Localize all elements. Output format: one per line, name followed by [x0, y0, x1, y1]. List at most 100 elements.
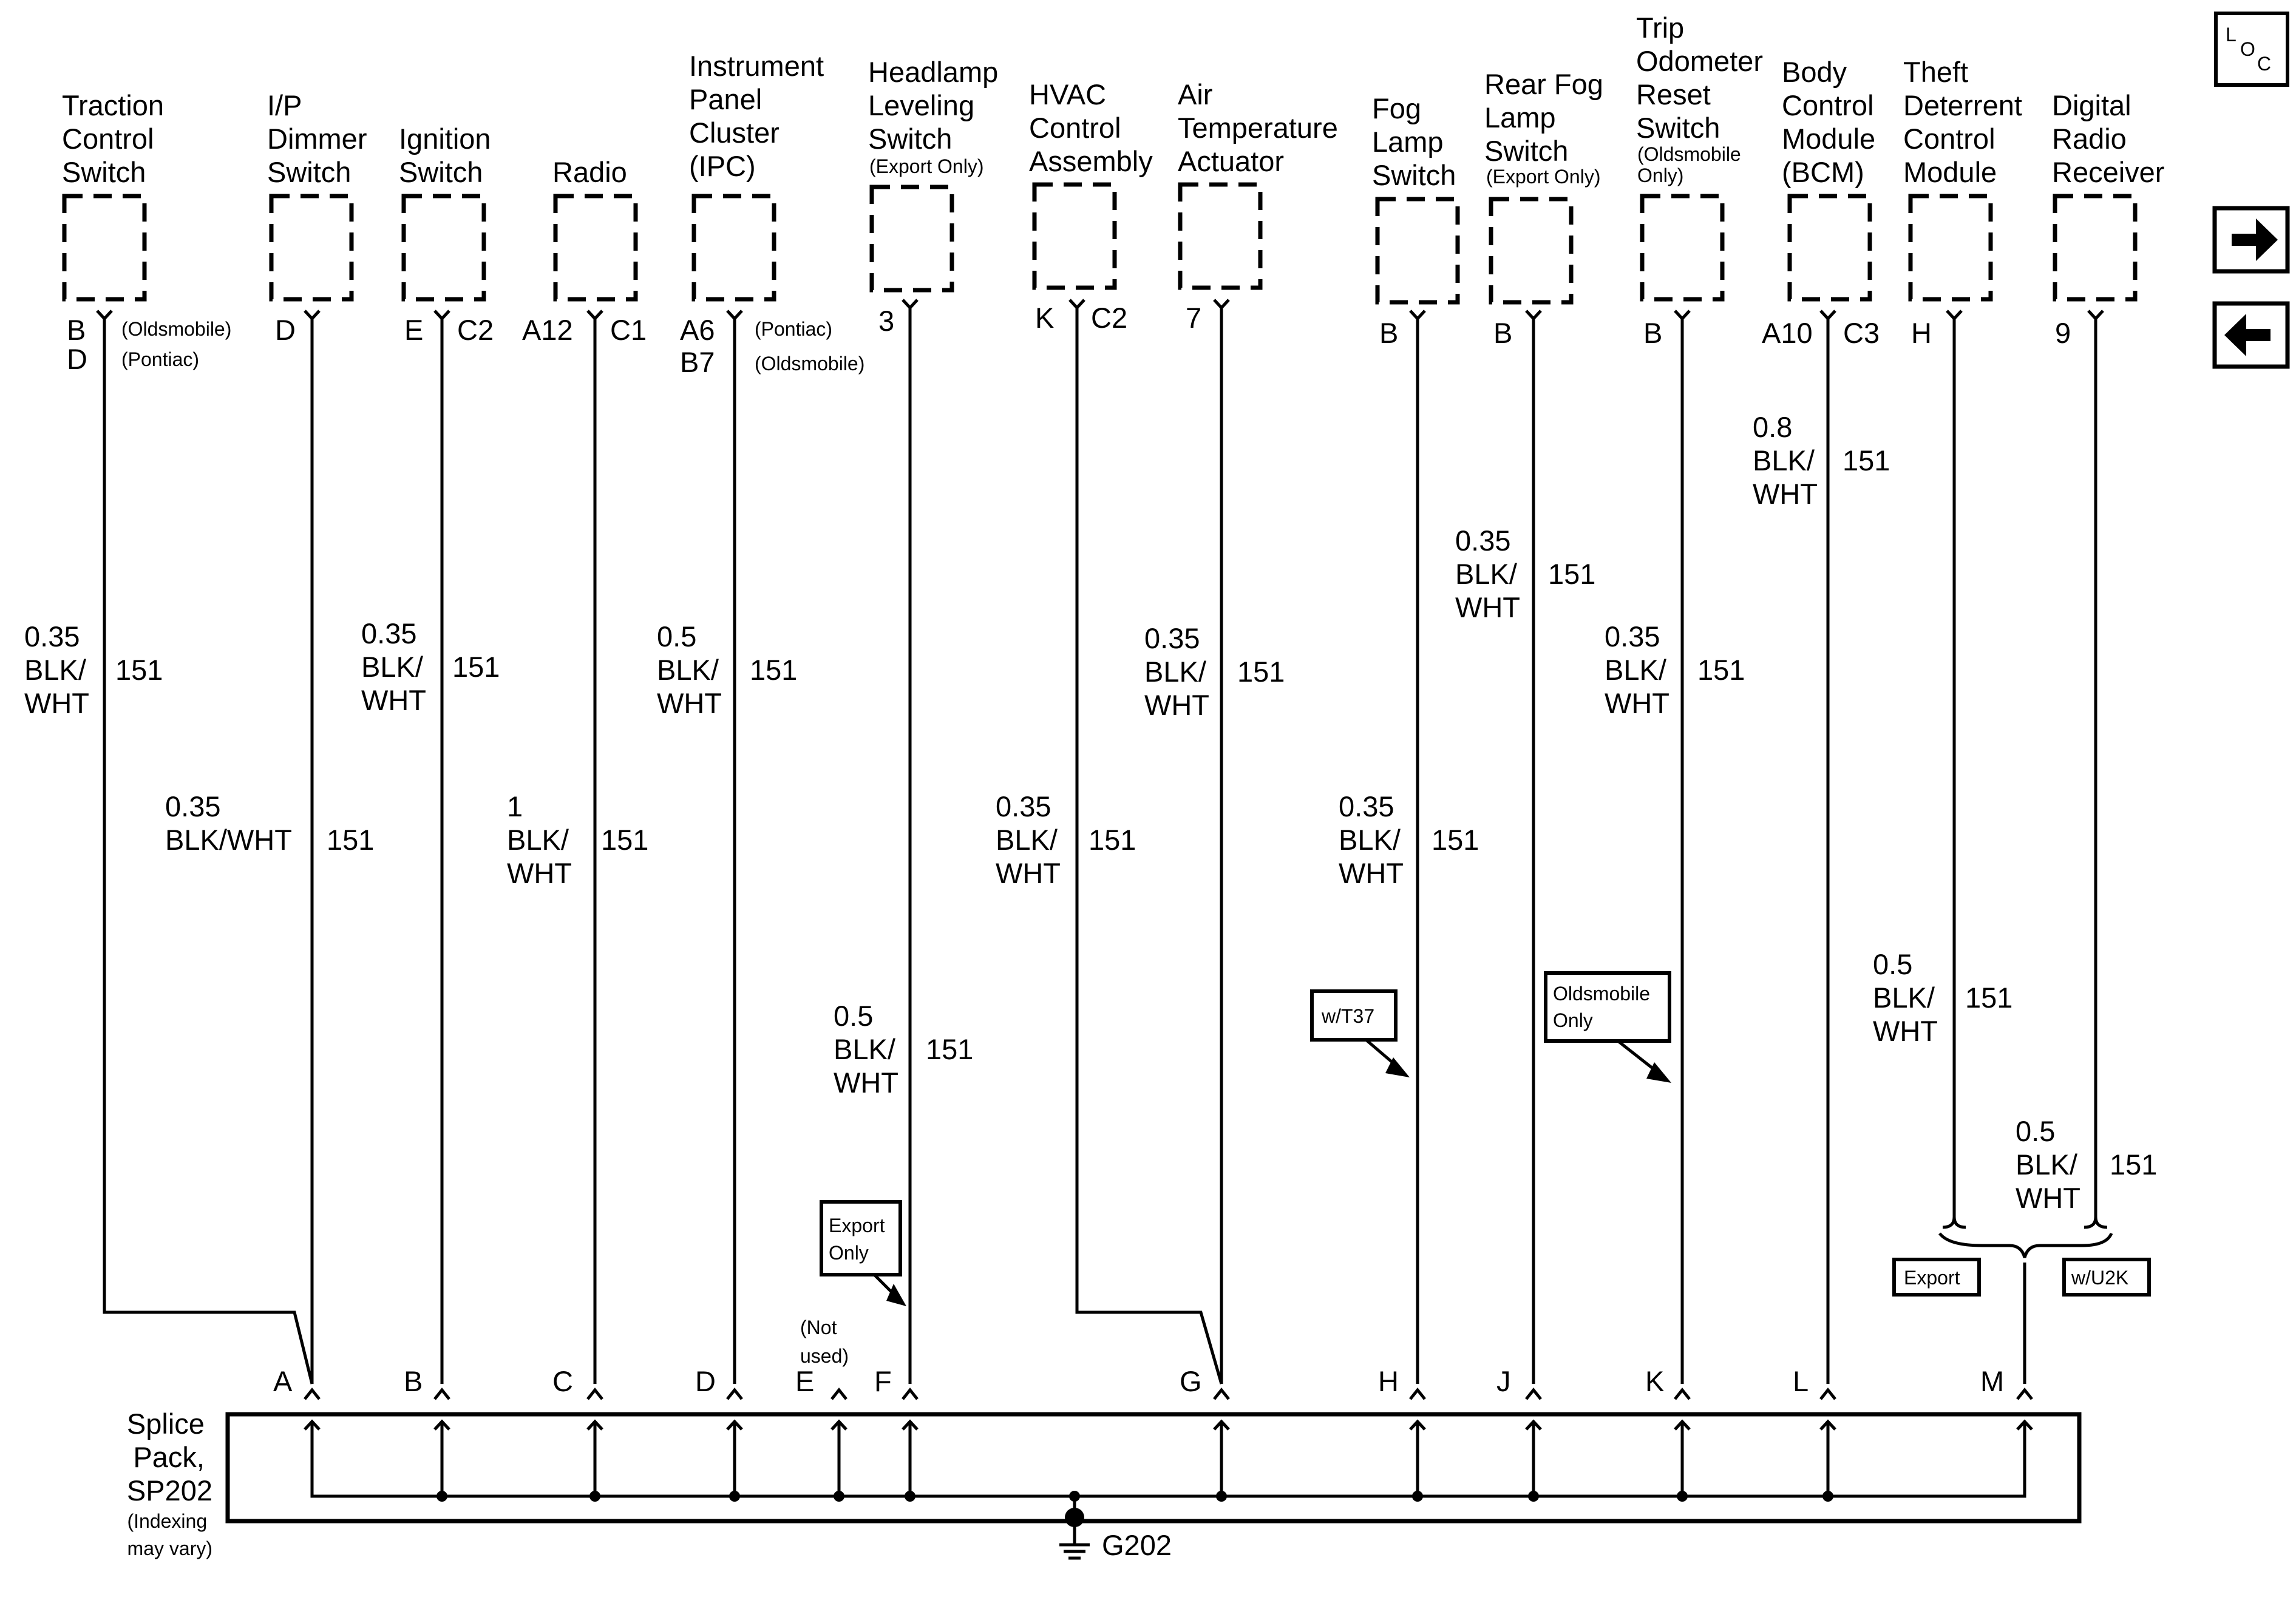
- circuit-label: 151: [750, 654, 797, 686]
- trip-connector: [1674, 310, 1691, 321]
- wire-label-trip: 0.35 BLK/ WHT: [1605, 620, 1674, 719]
- air-temperature-actuator-box[interactable]: [1178, 182, 1263, 290]
- pin-label: 3: [878, 305, 894, 337]
- headlamp-leveling-switch-box[interactable]: [869, 185, 954, 293]
- headlamp-connector: [902, 299, 919, 310]
- splice-pin-label: G: [1180, 1365, 1202, 1397]
- arrow-left-icon[interactable]: [2212, 301, 2290, 369]
- component-boxes: [62, 182, 2138, 305]
- loc-icon[interactable]: L O C: [2214, 12, 2289, 87]
- svg-text:Only: Only: [829, 1242, 869, 1264]
- circuit-label: 151: [327, 824, 374, 856]
- pin-label: A6: [680, 314, 715, 346]
- radio-title: Radio: [552, 156, 627, 188]
- ground-icon: [1059, 1527, 1090, 1560]
- fog-connector: [1409, 310, 1426, 321]
- pin-label: 7: [1186, 302, 1201, 334]
- ipc-box[interactable]: [691, 194, 776, 302]
- hvac-connector: [1068, 299, 1085, 310]
- w-t37-note: w/T37: [1310, 989, 1410, 1077]
- export-label: Export: [1892, 1258, 1981, 1297]
- wire-label-rear-fog: 0.35 BLK/ WHT: [1455, 524, 1525, 623]
- wire-hvac: [1075, 308, 1223, 1385]
- circuit-label: 151: [1843, 444, 1890, 476]
- wire-labels: 0.35 BLK/ WHT 151 0.35 BLK/WHT 151 0.35 …: [24, 411, 2157, 1214]
- theft-connector: [1946, 310, 1963, 321]
- splice-pack-sp202[interactable]: [225, 1412, 2082, 1533]
- svg-text:Export: Export: [829, 1215, 885, 1236]
- splice-chevrons: [304, 1387, 2033, 1400]
- circuit-label: 151: [1965, 981, 2012, 1014]
- radio-connector: [586, 310, 603, 321]
- splice-pin-label: J: [1496, 1365, 1511, 1397]
- component-titles: Traction Control Switch I/P Dimmer Switc…: [62, 12, 2164, 191]
- pin-labels: B D (Oldsmobile) (Pontiac) D E C2 A12 C1…: [67, 302, 2071, 378]
- circuit-label: 151: [601, 824, 648, 856]
- pin-label: D: [275, 314, 296, 346]
- circuit-label: 151: [1089, 824, 1136, 856]
- fog-lamp-switch-box[interactable]: [1375, 197, 1460, 305]
- ipc-title: Instrument Panel Cluster (IPC): [689, 50, 832, 182]
- pin-label: C1: [610, 314, 647, 346]
- pin-label: B: [1493, 317, 1512, 349]
- circuit-label: 151: [2110, 1148, 2157, 1181]
- hvac-control-assembly-box[interactable]: [1032, 182, 1117, 290]
- rear-fog-connector: [1525, 310, 1542, 321]
- air-temperature-actuator-title: Air Temperature Actuator: [1178, 78, 1346, 177]
- splice-pack-label: Splice Pack, SP202 (Indexing may vary): [127, 1408, 212, 1559]
- wire-label-theft: 0.5 BLK/ WHT: [1873, 948, 1943, 1047]
- ipc-connector: [726, 310, 743, 321]
- not-used-note: (Not used): [800, 1317, 849, 1367]
- wire-label-bcm: 0.8 BLK/ WHT: [1753, 411, 1822, 510]
- pin-label: B: [67, 314, 86, 346]
- wire-label-air-temp: 0.35 BLK/ WHT: [1144, 622, 1214, 721]
- circuit-label: 151: [1432, 824, 1479, 856]
- splice-pin-label: A: [273, 1365, 293, 1397]
- wire-label-fog: 0.35 BLK/ WHT: [1339, 790, 1408, 889]
- pin-label: D: [67, 343, 87, 375]
- ip-dimmer-switch-box[interactable]: [269, 194, 354, 302]
- pin-label: A12: [522, 314, 573, 346]
- circuit-label: 151: [115, 654, 163, 686]
- w-u2k-label: w/U2K: [2062, 1258, 2151, 1297]
- ignition-switch-box[interactable]: [401, 194, 486, 302]
- pin-label: C2: [457, 314, 494, 346]
- rear-fog-lamp-switch-box[interactable]: [1489, 197, 1574, 305]
- pin-note: (Oldsmobile): [755, 353, 864, 375]
- wire-label-digital-radio: 0.5 BLK/ WHT: [2016, 1115, 2085, 1214]
- pin-note: (Pontiac): [755, 318, 832, 340]
- digital-radio-connector: [2087, 310, 2104, 321]
- circuit-label: 151: [1697, 654, 1745, 686]
- svg-text:(Indexing may vary): (Indexing may vary): [127, 1510, 212, 1559]
- svg-text:Oldsmobile: Oldsmobile: [1553, 983, 1650, 1005]
- splice-pin-label: B: [404, 1365, 423, 1397]
- digital-radio-receiver-box[interactable]: [2053, 194, 2138, 302]
- bcm-title: Body Control Module (BCM): [1782, 56, 1883, 188]
- svg-text:Export: Export: [1904, 1267, 1960, 1289]
- splice-pin-letters: A B C D E F G H J K L M: [273, 1365, 2004, 1397]
- trip-odometer-reset-switch-box[interactable]: [1640, 194, 1725, 302]
- wire-label-traction: 0.35 BLK/ WHT: [24, 620, 94, 719]
- ignition-switch-title: Ignition Switch: [399, 123, 499, 188]
- wire-label-radio: 1 BLK/ WHT: [507, 790, 577, 889]
- traction-control-switch-box[interactable]: [62, 194, 147, 302]
- wire-label-ipc: 0.5 BLK/ WHT: [657, 620, 727, 719]
- oldsmobile-only-note: Oldsmobile Only: [1544, 971, 1671, 1083]
- pin-label: B: [1379, 317, 1398, 349]
- bcm-connector: [1819, 310, 1836, 321]
- splice-pin-label: L: [1793, 1365, 1809, 1397]
- ground-label: G202: [1102, 1529, 1172, 1561]
- wire-label-ignition: 0.35 BLK/ WHT: [361, 617, 431, 716]
- svg-text:w/U2K: w/U2K: [2071, 1267, 2128, 1289]
- bcm-box[interactable]: [1787, 194, 1872, 302]
- wires: [103, 308, 2097, 1385]
- pin-label: K: [1035, 302, 1054, 334]
- circuit-label: 151: [1237, 656, 1285, 688]
- arrow-right-icon[interactable]: [2212, 206, 2290, 274]
- radio-box[interactable]: [553, 194, 638, 302]
- pin-label: A10: [1762, 317, 1813, 349]
- theft-deterrent-control-module-box[interactable]: [1908, 194, 1993, 302]
- svg-text:(Not: (Not: [800, 1317, 837, 1338]
- wire-label-headlamp: 0.5 BLK/ WHT: [834, 1000, 903, 1099]
